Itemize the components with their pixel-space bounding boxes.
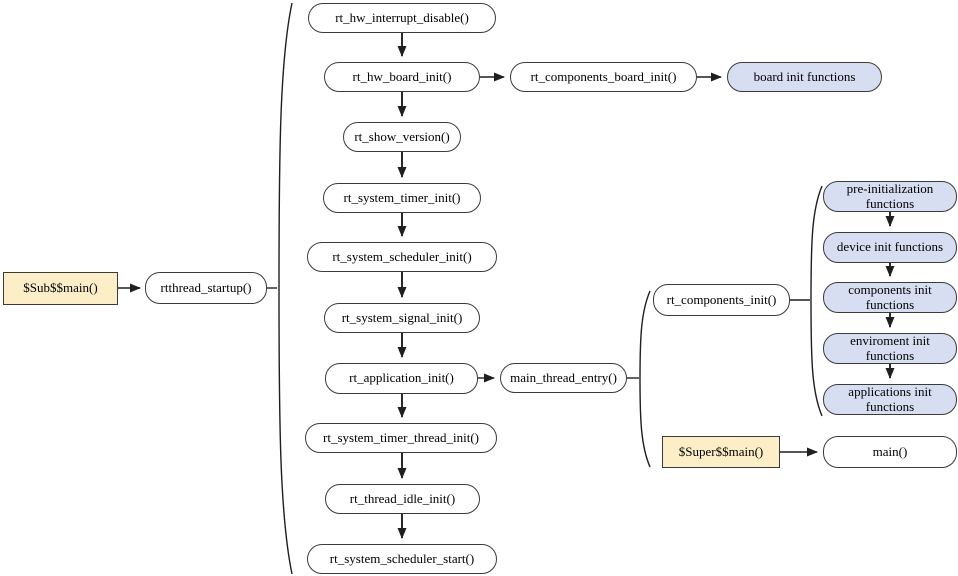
node-label: rt_system_signal_init()	[341, 309, 463, 325]
node-label: main_thread_entry()	[510, 369, 617, 385]
node-rt-system-timer-thread-init: rt_system_timer_thread_init()	[305, 423, 497, 453]
node-label: rt_show_version()	[354, 128, 450, 144]
node-label: $Sub$$main()	[23, 280, 98, 296]
node-rt-thread-idle-init: rt_thread_idle_init()	[325, 484, 480, 514]
node-label: rt_system_timer_init()	[343, 189, 461, 205]
node-label: rt_hw_interrupt_disable()	[335, 9, 469, 25]
node-label: rt_application_init()	[349, 370, 454, 386]
node-label: rt_system_timer_thread_init()	[323, 429, 479, 445]
node-rt-components-init: rt_components_init()	[653, 284, 790, 316]
node-rt-show-version: rt_show_version()	[343, 122, 461, 152]
node-label: applications init functions	[848, 384, 932, 414]
node-label: $Super$$main()	[678, 443, 764, 459]
node-label: rt_system_scheduler_init()	[332, 248, 472, 264]
brace-startup-sequence	[278, 2, 293, 575]
node-rtthread-startup: rtthread_startup()	[145, 272, 267, 304]
node-enviroment-init-functions: enviroment init functions	[823, 333, 957, 364]
node-applications-init-functions: applications init functions	[823, 384, 957, 415]
node-label: pre-initialization functions	[846, 181, 934, 211]
node-sub-main: $Sub$$main()	[3, 272, 118, 305]
node-super-main: $Super$$main()	[662, 436, 780, 468]
node-label: rt_system_scheduler_start()	[329, 550, 475, 566]
brace-main-thread-group	[639, 290, 651, 468]
node-rt-system-timer-init: rt_system_timer_init()	[323, 183, 481, 213]
node-rt-hw-board-init: rt_hw_board_init()	[324, 62, 480, 92]
node-label: board init functions	[753, 68, 856, 84]
node-label: rt_hw_board_init()	[352, 68, 452, 84]
node-label: rtthread_startup()	[160, 279, 252, 295]
node-label: main()	[872, 443, 908, 459]
node-label: components init functions	[848, 282, 932, 312]
node-board-init-functions: board init functions	[727, 62, 882, 92]
node-label: rt_components_init()	[666, 291, 777, 307]
node-main: main()	[823, 436, 957, 468]
node-rt-system-scheduler-init: rt_system_scheduler_init()	[307, 242, 497, 272]
brace-components-init-group	[810, 185, 823, 417]
node-rt-components-board-init: rt_components_board_init()	[510, 62, 697, 92]
node-label: device init functions	[836, 239, 944, 255]
node-rt-system-scheduler-start: rt_system_scheduler_start()	[307, 544, 497, 574]
node-main-thread-entry: main_thread_entry()	[500, 363, 627, 393]
node-label: enviroment init functions	[850, 333, 930, 363]
node-pre-initialization-functions: pre-initialization functions	[823, 181, 957, 212]
node-rt-hw-interrupt-disable: rt_hw_interrupt_disable()	[308, 3, 496, 33]
node-components-init-functions: components init functions	[823, 282, 957, 313]
node-label: rt_components_board_init()	[530, 68, 677, 84]
node-rt-system-signal-init: rt_system_signal_init()	[324, 303, 480, 333]
node-rt-application-init: rt_application_init()	[325, 363, 478, 394]
node-label: rt_thread_idle_init()	[349, 490, 456, 506]
node-device-init-functions: device init functions	[823, 232, 957, 263]
